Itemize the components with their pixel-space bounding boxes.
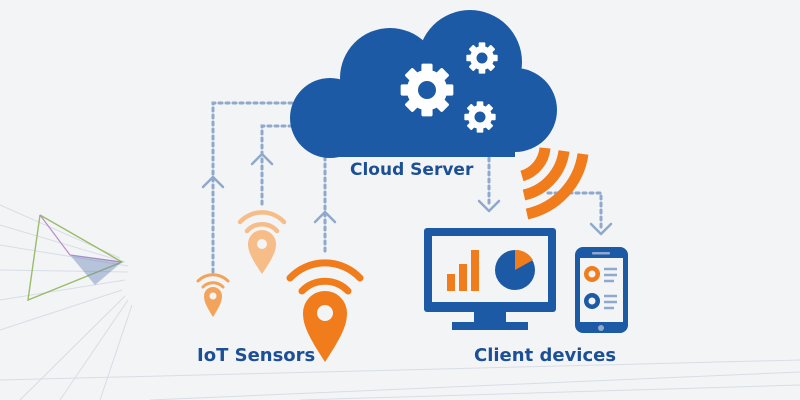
- desktop-monitor-icon: [424, 228, 556, 330]
- connector-lines: [211, 101, 603, 274]
- client-devices-label: Client devices: [474, 345, 617, 366]
- sensor-large: [286, 259, 364, 362]
- smartphone-icon: [575, 247, 628, 333]
- cloud-server-label: Cloud Server: [350, 160, 474, 180]
- iot-sensors-label: IoT Sensors: [197, 345, 316, 366]
- wifi-signal-icon: [520, 147, 589, 220]
- decorative-lines: [0, 204, 800, 400]
- sensor-small: [196, 273, 230, 317]
- connector-arrowheads: [201, 152, 613, 236]
- sensor-medium: [237, 210, 287, 274]
- gear-hub: [418, 52, 488, 123]
